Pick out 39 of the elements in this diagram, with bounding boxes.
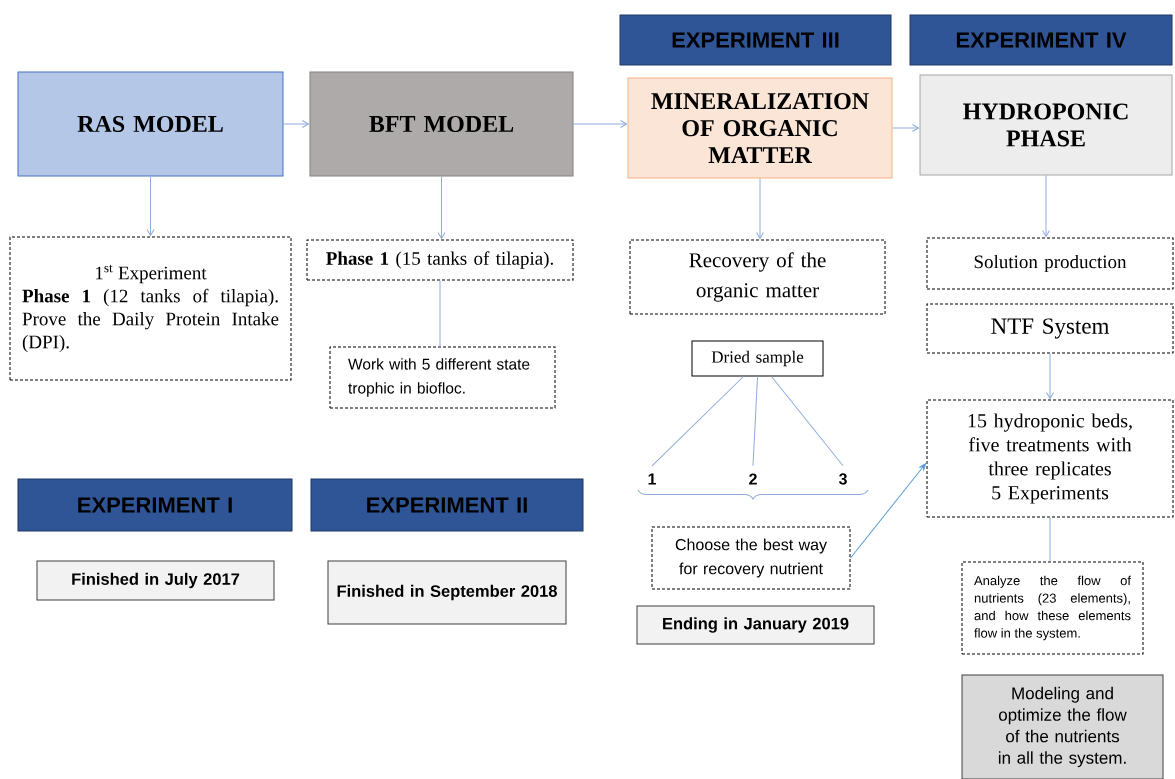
branch-number: 2 (749, 473, 757, 485)
arrow (437, 176, 446, 239)
model-box: HYDROPONIC PHASE (919, 74, 1173, 176)
connector-line (439, 280, 441, 347)
note-box: NTF System (926, 303, 1174, 354)
note-box: Solution production (926, 237, 1174, 290)
model-box: MINERALIZATION OF ORGANIC MATTER (627, 77, 893, 179)
arrow (283, 120, 309, 128)
arrow (573, 120, 627, 128)
arrow (146, 176, 155, 236)
arrow (756, 178, 764, 239)
connector-line (771, 376, 844, 467)
branch-number: 3 (838, 473, 847, 485)
header-banner: EXPERIMENT IV (909, 14, 1173, 66)
connector-line (651, 376, 744, 467)
note-box: Phase 1 (15 tanks of tilapia). (306, 239, 574, 281)
connector-line (1049, 517, 1051, 562)
model-box: BFT MODEL (309, 71, 574, 177)
note-box: Choose the best way for recovery nutrient (651, 526, 851, 590)
header-banner: EXPERIMENT I (17, 478, 293, 532)
result-box: Modeling and optimize the flow of the nutrients in all the system. (961, 674, 1164, 779)
connector-line (752, 376, 758, 467)
arrow (1042, 175, 1050, 237)
note-box: 15 hydroponic beds, five treatments with three replicates 5 Experiments (926, 399, 1174, 518)
date-box: Finished in July 2017 (36, 560, 275, 601)
arrow (850, 463, 927, 559)
arrow (892, 124, 919, 132)
note-box: Work with 5 different state trophic in biofloc. (329, 346, 556, 409)
note-box: Recovery of the organic matter (629, 239, 886, 315)
note-box: Analyze the flow of nutrients (23 elements), and how these elements flow in the system. (961, 561, 1144, 655)
date-box: Finished in September 2018 (327, 560, 567, 625)
arrow (1046, 353, 1054, 399)
model-box: RAS MODEL (17, 71, 284, 177)
date-box: Ending in January 2019 (636, 605, 875, 645)
branch-number: 1 (648, 473, 656, 485)
header-banner: EXPERIMENT II (310, 478, 584, 532)
header-banner: EXPERIMENT III (619, 14, 892, 66)
note-box: $\text{1}^{\text{st}}\text{ Experiment}$ Phase 1 (12 tanks of tilapia). Prove the Daily Protein Intake (DPI). (9, 236, 292, 381)
sample-box: Dried sample (691, 340, 824, 377)
